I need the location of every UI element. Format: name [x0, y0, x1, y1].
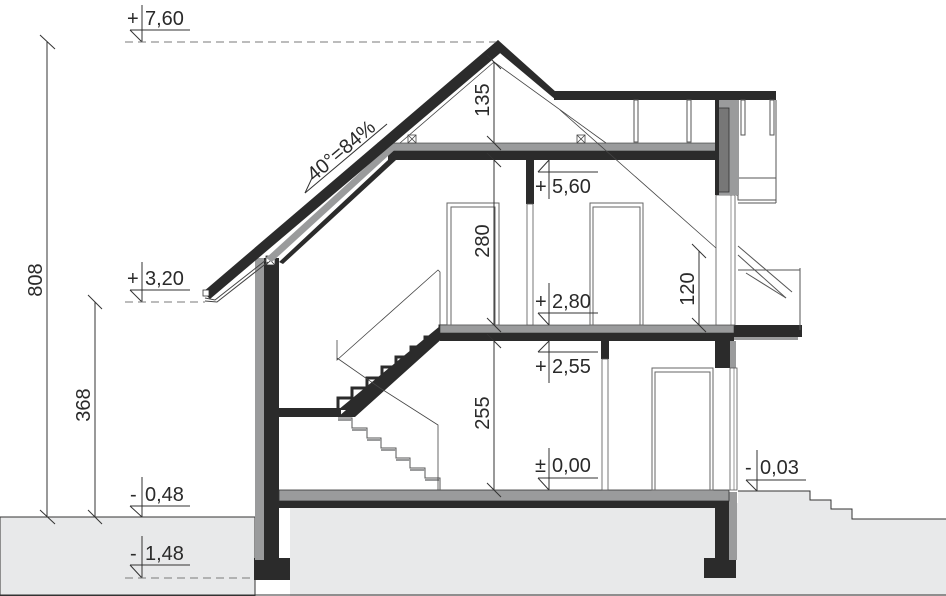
dim-first-floor-height: 280 — [472, 224, 494, 257]
dim-attic-height: 135 — [472, 83, 494, 116]
ground-floor-partition — [601, 341, 609, 491]
attic-truss — [399, 61, 717, 249]
level-sign-eaves: + — [127, 268, 139, 290]
dimension-labels: 808 368 135 280 255 120 — [25, 83, 699, 429]
level-sign-first-floor: + — [535, 291, 547, 313]
dim-total-height: 808 — [25, 263, 47, 296]
level-attic: 5,60 — [552, 176, 591, 198]
attic-ceiling-slab — [377, 142, 721, 160]
ring-beam-right — [715, 100, 739, 195]
level-terrace: 0,03 — [760, 457, 799, 479]
flat-roof-joists — [633, 99, 777, 204]
level-eaves: 3,20 — [145, 268, 184, 290]
dimension-lines — [39, 34, 707, 525]
ground-floor-exterior-wall-right — [715, 341, 738, 491]
dim-knee-wall: 120 — [677, 272, 699, 305]
dim-ground-floor-height: 255 — [472, 396, 494, 429]
ground-floor-slab — [278, 489, 730, 508]
level-sign-grade: - — [130, 484, 137, 506]
level-ground-floor: 0,00 — [552, 455, 591, 477]
level-sign-ground-floor: ± — [535, 455, 546, 477]
level-sign-ground-ceiling: + — [535, 356, 547, 378]
first-floor-right-wall — [715, 194, 736, 326]
stair-handrails — [336, 269, 441, 490]
first-floor-door-right — [589, 202, 644, 326]
dim-eaves-height: 368 — [73, 388, 95, 421]
foundations — [254, 492, 737, 580]
roof — [202, 40, 776, 303]
left-exterior-wall — [255, 255, 279, 560]
level-sign-ridge: + — [127, 8, 139, 30]
level-ridge: 7,60 — [145, 8, 184, 30]
balcony-slab — [734, 325, 802, 340]
level-markers — [125, 5, 806, 579]
level-labels: + 7,60 + 5,60 + 3,20 + 2,80 + 2,55 ± 0,0… — [127, 8, 799, 565]
first-floor-slab — [439, 324, 735, 341]
level-ground-ceiling: 2,55 — [552, 356, 591, 378]
level-foundation: 1,48 — [145, 543, 184, 565]
ground — [0, 490, 946, 596]
level-sign-terrace: - — [745, 457, 752, 479]
balcony-railing — [737, 245, 801, 330]
level-sign-foundation: - — [130, 543, 137, 565]
first-floor-partition — [526, 160, 534, 326]
ground-floor-door — [651, 367, 714, 491]
first-floor-door-left — [446, 202, 500, 326]
upper-stair-flight — [336, 324, 456, 417]
level-sign-attic: + — [535, 176, 547, 198]
level-grade: 0,48 — [145, 484, 184, 506]
level-first-floor: 2,80 — [552, 291, 591, 313]
stair-landing — [279, 408, 341, 417]
lower-stair-flight — [338, 417, 441, 490]
